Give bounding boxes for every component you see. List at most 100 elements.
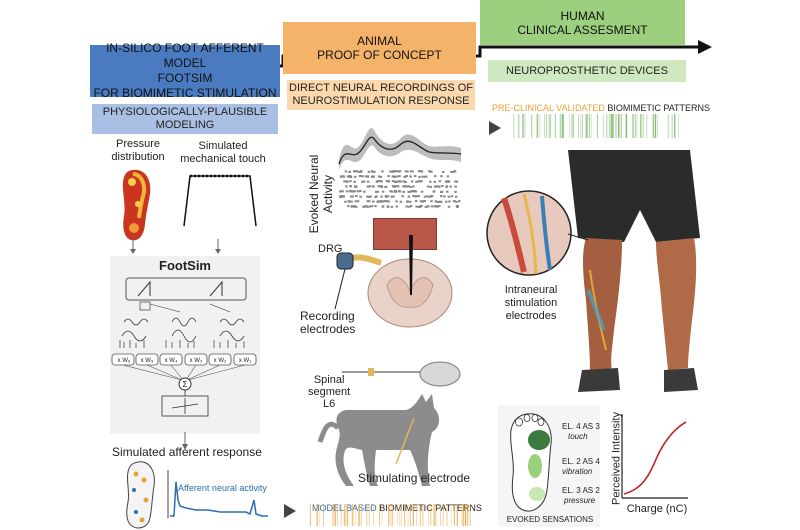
raster-spike (447, 195, 451, 198)
nerve-zoom-circle (486, 190, 589, 276)
raster-spike (396, 175, 399, 178)
raster-spike (389, 170, 392, 173)
raster-spike (454, 195, 458, 198)
raster-spike (395, 200, 398, 203)
raster-spike (340, 175, 343, 178)
spinal-segment-label: Spinal segment L6 (308, 374, 351, 410)
raster-spike (407, 190, 410, 193)
el4-label: EL. 4 AS 3 (562, 422, 600, 431)
raster-spike (423, 200, 426, 202)
raster-spike (409, 175, 412, 178)
raster-spike (368, 200, 371, 203)
raster-spike (445, 200, 448, 203)
raster-spike (439, 195, 443, 198)
subheader-recordings: DIRECT NEURAL RECORDINGS OF NEUROSTIMULA… (287, 80, 475, 110)
raster-spike (398, 190, 402, 193)
raster-spike (344, 200, 347, 203)
raster-spike (417, 205, 421, 208)
raster-spike (372, 185, 375, 188)
raster-spike (379, 200, 383, 203)
raster-spike (412, 190, 416, 193)
el4-sensation: touch (568, 432, 588, 441)
raster-spike (373, 170, 376, 173)
weight-w3: x W₃ (189, 358, 203, 364)
raster-spike (350, 200, 353, 203)
raster-spike (387, 200, 390, 203)
raster-spike (386, 205, 390, 208)
raster-spike (363, 190, 366, 193)
raster-spike (407, 185, 410, 188)
raster-spike (378, 200, 381, 203)
raster-spike (429, 185, 432, 188)
preclinical-text: PRE-CLINICAL VALIDATED (492, 103, 605, 113)
raster-spike (391, 175, 395, 178)
raster-spike (409, 186, 413, 188)
raster-spike (356, 200, 360, 203)
raster-spike (415, 195, 418, 198)
raster-spike (420, 190, 424, 193)
raster-spike (421, 175, 424, 178)
raster-spike (348, 200, 351, 203)
raster-spike (426, 205, 430, 208)
raster-spike (377, 185, 380, 188)
raster-spike (432, 190, 436, 193)
raster-spike (409, 205, 413, 207)
raster-spike (380, 180, 383, 183)
raster-spike (414, 190, 418, 193)
raster-spike (374, 196, 377, 198)
raster-spike (410, 190, 413, 193)
raster-spike (355, 205, 358, 208)
raster-spike (342, 175, 345, 178)
raster-spike (414, 200, 418, 203)
raster-spike (439, 201, 443, 203)
raster-spike (397, 180, 400, 183)
raster-spike (368, 205, 372, 208)
model-based-text: MODEL BASED (312, 503, 377, 513)
raster-spike (367, 195, 371, 198)
raster-spike (420, 170, 424, 173)
raster-spike (390, 195, 393, 198)
raster-spike (346, 180, 349, 183)
raster-spike (366, 185, 370, 188)
biomimetic-text-mid: BIOMIMETIC PATTERNS (376, 503, 482, 513)
raster-spike (351, 195, 354, 198)
raster-spike (381, 205, 385, 208)
header-human: HUMAN CLINICAL ASSESMENT (480, 0, 685, 45)
header-in-silico: IN-SILICO FOOT AFFERENT MODEL FOOTSIM FO… (90, 41, 280, 100)
evoked-activity-label: Evoked Neural Activity (307, 154, 335, 234)
raster-spike (433, 175, 437, 178)
raster-spike (402, 180, 405, 183)
play-icon-mid (284, 504, 296, 518)
raster-spike (399, 200, 403, 203)
raster-spike (405, 175, 408, 177)
raster-spike (409, 170, 413, 173)
play-icon-right (489, 121, 501, 135)
biomimetic-text-right: BIOMIMETIC PATTERNS (604, 103, 711, 113)
raster-spike (444, 180, 448, 183)
raster-spike (402, 190, 405, 193)
raster-spike (454, 185, 457, 188)
raster-spike (348, 170, 352, 173)
pressure-distribution-label: Pressure distribution (111, 138, 165, 163)
raster-spike (350, 195, 353, 198)
simulated-afferent-label: Simulated afferent response (112, 445, 262, 459)
raster-spike (436, 185, 440, 188)
raster-spike (361, 180, 364, 183)
touch-profile-plot (183, 174, 257, 227)
raster-spike (413, 195, 417, 198)
raster-spike (345, 185, 348, 188)
raster-spike (340, 195, 344, 197)
raster-spike (428, 170, 432, 173)
raster-spike (364, 175, 368, 178)
raster-spike (358, 175, 362, 177)
raster-spike (351, 190, 355, 193)
raster-spike (425, 175, 428, 178)
weight-w2: x W₂ (213, 358, 227, 364)
afferent-foot-icon (126, 461, 155, 529)
evoked-sensations-label: EVOKED SENSATIONS (506, 515, 594, 524)
raster-spike (407, 195, 411, 198)
raster-spike (372, 175, 375, 178)
model-based-pattern-strip (309, 504, 471, 526)
simulated-touch-label: Simulated mechanical touch (180, 140, 266, 165)
raster-spike (359, 171, 362, 173)
